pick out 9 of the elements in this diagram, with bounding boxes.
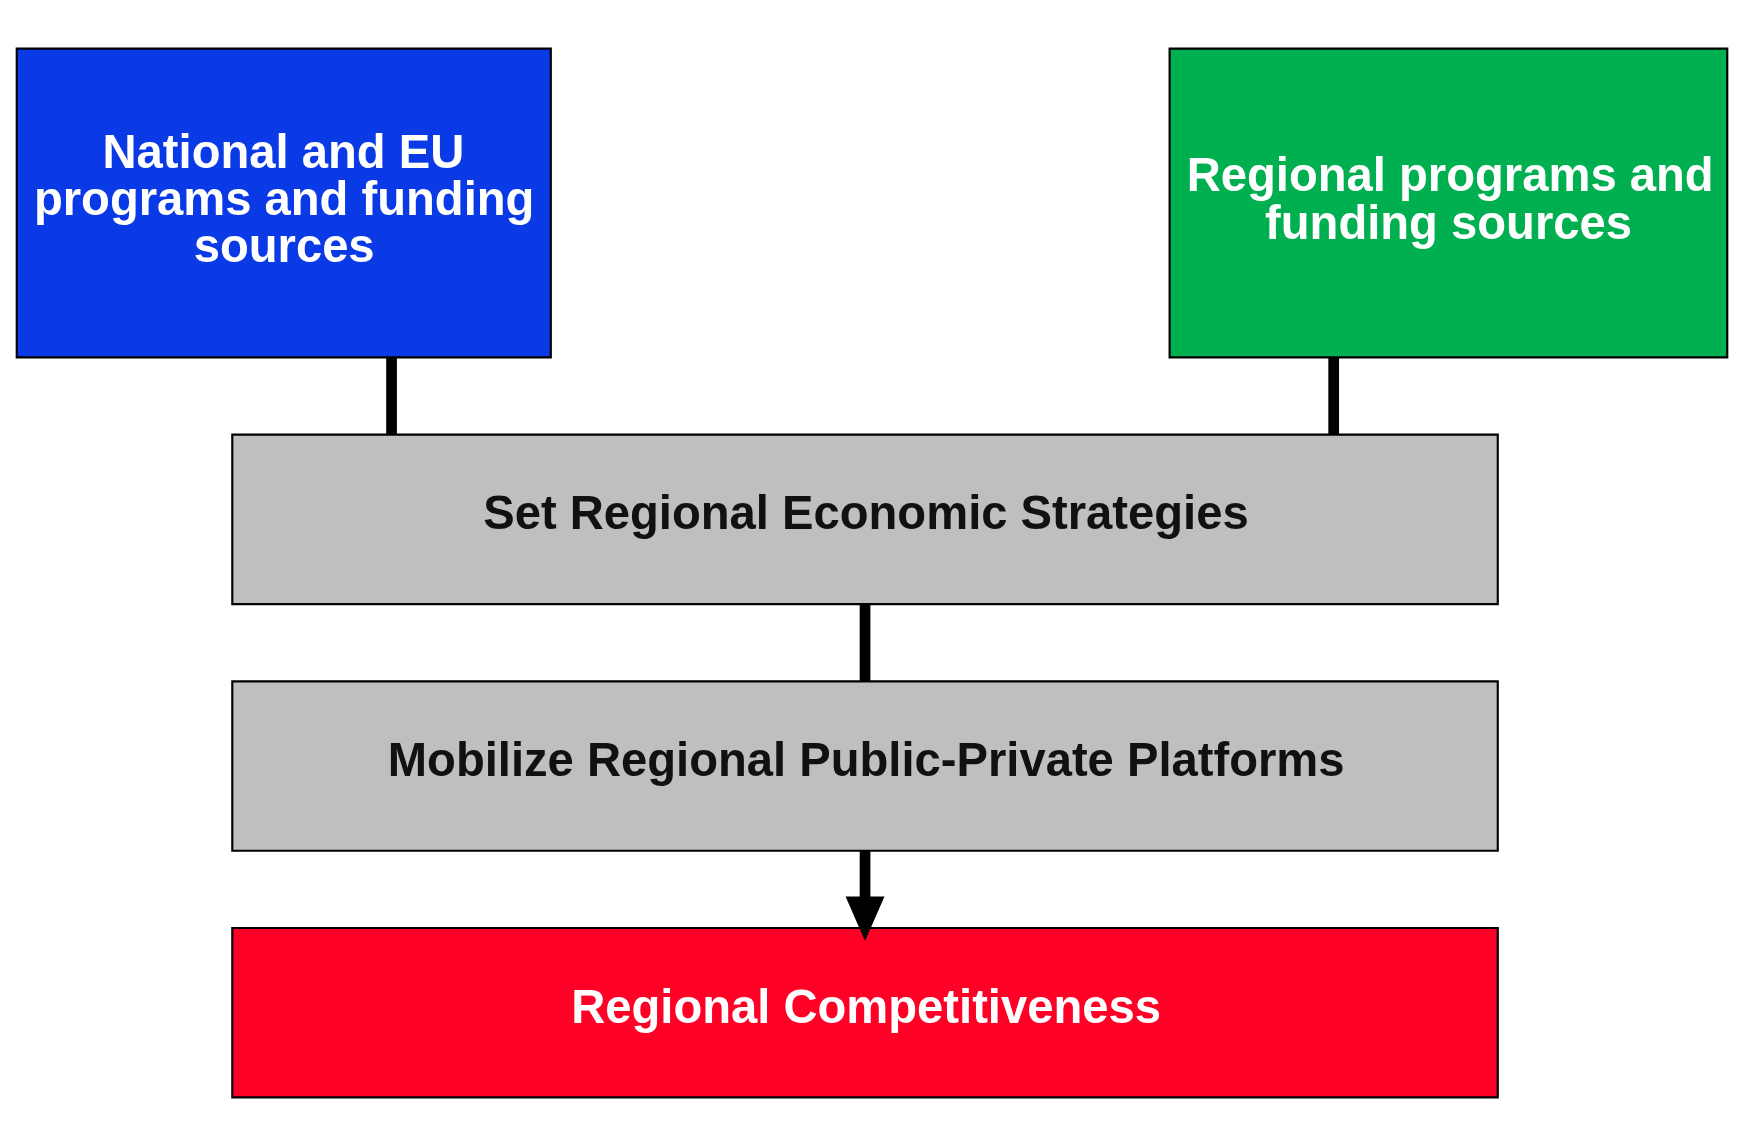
- node-box: National and EU programs and funding sources: [15, 47, 552, 358]
- connector: [386, 357, 397, 434]
- connector: [1328, 357, 1340, 434]
- node-box: Set Regional Economic Strategies: [231, 433, 1499, 605]
- node-box: Regional Competitiveness: [231, 926, 1499, 1098]
- connector: [859, 603, 871, 681]
- node-box: Regional programs and funding sources: [1168, 47, 1729, 358]
- arrow: [845, 850, 885, 941]
- node-box: Mobilize Regional Public-Private Platforms: [231, 679, 1499, 852]
